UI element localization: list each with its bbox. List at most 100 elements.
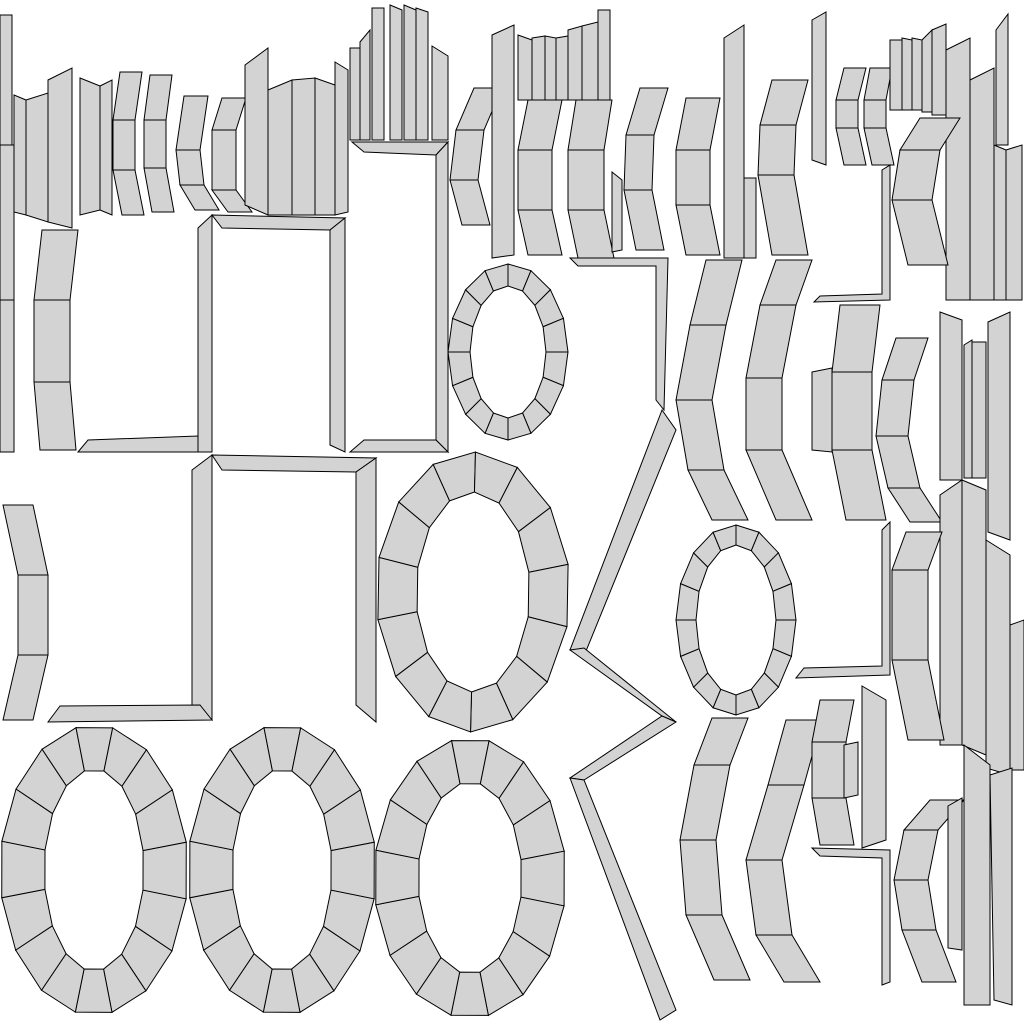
uv-bar bbox=[0, 299, 15, 453]
uv-strip-segment bbox=[675, 97, 721, 151]
uv-strip-segment bbox=[2, 654, 49, 721]
uv-strip-segment bbox=[759, 79, 809, 126]
uv-bar bbox=[843, 741, 859, 799]
uv-bar bbox=[889, 39, 903, 111]
uv-bar bbox=[349, 47, 361, 141]
uv-bar bbox=[0, 144, 15, 301]
uv-strip-segment bbox=[831, 371, 873, 451]
uv-strip-segment bbox=[901, 929, 957, 983]
uv-bar bbox=[99, 79, 113, 216]
uv-ring-segment bbox=[527, 563, 569, 628]
uv-strip-segment bbox=[112, 71, 143, 121]
uv-strip-segment bbox=[745, 859, 793, 936]
uv-bar bbox=[995, 12, 1009, 146]
uv-strip-segment bbox=[623, 189, 665, 251]
uv-bar bbox=[963, 743, 991, 1006]
uv-frame bbox=[348, 439, 450, 453]
uv-strip-segment bbox=[675, 204, 721, 256]
uv-bar bbox=[989, 767, 1013, 1006]
uv-bar bbox=[267, 79, 293, 216]
uv-strip-segment bbox=[211, 129, 237, 191]
uv-bar bbox=[291, 77, 316, 216]
uv-bar bbox=[597, 9, 611, 101]
uv-bar bbox=[811, 11, 827, 166]
uv-bar bbox=[961, 479, 987, 756]
uv-strip-segment bbox=[893, 879, 937, 931]
uv-bar bbox=[743, 177, 757, 259]
uv-frame bbox=[191, 454, 213, 721]
uv-bar bbox=[531, 35, 546, 101]
uv-bar bbox=[13, 94, 27, 216]
uv-strip-segment bbox=[2, 504, 49, 576]
uv-frame bbox=[568, 715, 678, 781]
uv-bar bbox=[985, 539, 1011, 776]
uv-strip-segment bbox=[517, 209, 563, 256]
uv-frame bbox=[210, 214, 347, 231]
uv-bar bbox=[971, 341, 987, 479]
uv-bar bbox=[431, 45, 449, 141]
uv-strip-segment bbox=[745, 784, 805, 861]
uv-strip-segment bbox=[567, 149, 605, 211]
uv-ring-segment bbox=[520, 850, 565, 907]
uv-ring-segment bbox=[375, 849, 420, 906]
uv-bar bbox=[244, 47, 269, 216]
uv-frame-l bbox=[810, 847, 891, 986]
uv-strip-segment bbox=[863, 67, 893, 101]
uv-strip-segment bbox=[567, 209, 615, 259]
uv-strip-segment bbox=[679, 764, 731, 841]
uv-frame bbox=[355, 457, 377, 724]
uv-bar bbox=[25, 92, 49, 223]
uv-frame-l bbox=[812, 164, 891, 303]
uv-bar bbox=[963, 339, 973, 479]
uv-strip-segment bbox=[835, 99, 859, 129]
uv-strip-segment bbox=[33, 229, 79, 301]
uv-bar bbox=[371, 7, 385, 141]
uv-strip-segment bbox=[835, 127, 867, 166]
uv-strip-segment bbox=[175, 149, 205, 186]
uv-strip-segment bbox=[757, 124, 797, 176]
uv-ring-segment bbox=[772, 582, 797, 621]
uv-frame bbox=[569, 408, 677, 657]
uv-bar bbox=[47, 67, 73, 229]
uv-strip-segment bbox=[685, 914, 751, 981]
uv-strip-segment bbox=[17, 574, 49, 656]
uv-bar bbox=[911, 37, 923, 111]
uv-strip-segment bbox=[675, 324, 727, 401]
uv-ring-segment bbox=[1, 840, 46, 899]
uv-frame-l bbox=[794, 520, 891, 679]
uv-strip-segment bbox=[693, 717, 749, 766]
uv-strip-segment bbox=[33, 299, 71, 383]
uv-bar bbox=[987, 311, 1011, 541]
uv-strip-segment bbox=[891, 531, 943, 571]
uv-strip-segment bbox=[755, 934, 821, 983]
uv-strip-segment bbox=[863, 127, 895, 166]
uv-ring-segment bbox=[542, 317, 569, 353]
uv-strip-segment bbox=[745, 377, 783, 451]
uv-bar bbox=[901, 37, 913, 111]
uv-bar bbox=[567, 25, 583, 101]
uv-strip-segment bbox=[517, 99, 563, 151]
uv-strip-segment bbox=[689, 259, 743, 326]
uv-frame bbox=[76, 435, 199, 453]
uv-frame bbox=[211, 454, 378, 473]
uv-strip-segment bbox=[891, 149, 941, 201]
uv-ring-segment bbox=[330, 841, 375, 900]
uv-frame bbox=[329, 216, 346, 453]
uv-strip-segment bbox=[745, 304, 797, 379]
uv-frame bbox=[568, 257, 669, 412]
uv-bar bbox=[1005, 144, 1023, 301]
uv-strip-segment bbox=[863, 99, 887, 129]
uv-strip-segment bbox=[831, 449, 887, 521]
uv-bar bbox=[0, 14, 13, 146]
uv-bar bbox=[79, 77, 101, 216]
uv-strip-segment bbox=[211, 189, 253, 213]
uv-strip-segment bbox=[687, 469, 749, 521]
uv-strip-segment bbox=[675, 399, 725, 471]
uv-frame bbox=[569, 777, 677, 1021]
uv-bar bbox=[415, 7, 429, 141]
uv-bar bbox=[611, 170, 623, 253]
uv-strip-segment bbox=[831, 304, 881, 373]
uv-bar bbox=[359, 28, 371, 141]
uv-strip-segment bbox=[875, 435, 921, 489]
